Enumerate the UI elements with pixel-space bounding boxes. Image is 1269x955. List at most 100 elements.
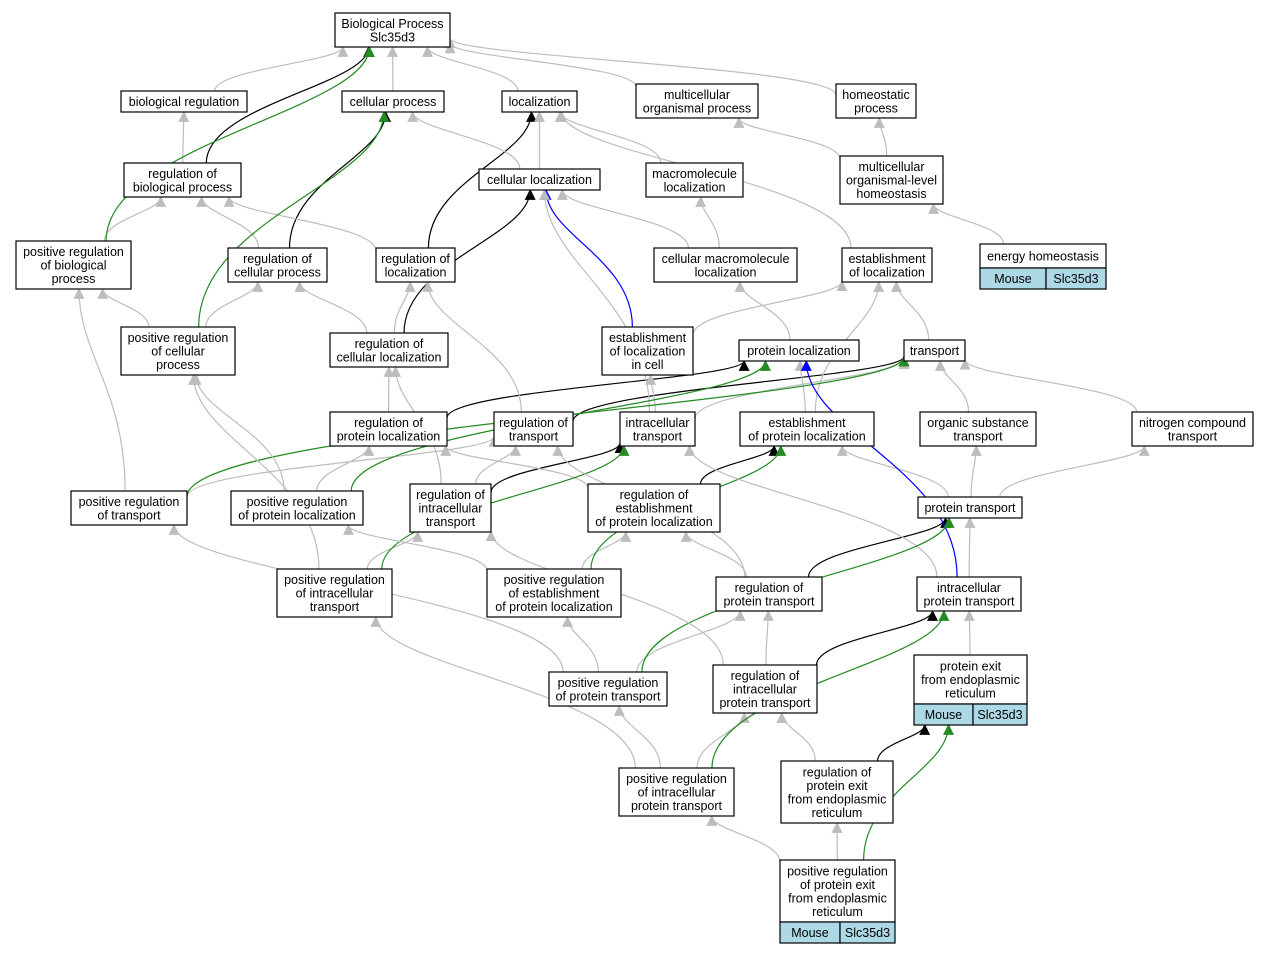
node-label-line: protein transport: [719, 696, 811, 710]
node-label-line: localization: [695, 265, 757, 279]
node-box: [635, 83, 759, 119]
edge-is_a-pos_est_prot-to-pos_prot_loc: [342, 523, 488, 571]
node-label-line: from endoplasmic: [788, 792, 887, 806]
edge-positively_regulates-pos_exit_er-to-exit_er: [863, 723, 954, 861]
edge-is_a-intra_prot_trans-to-prot_trans: [964, 516, 976, 578]
edge-is_a-est_prot_loc-to-est_loc: [814, 280, 885, 413]
node-label-line: regulation of: [499, 416, 568, 430]
edge-is_a-reg_intra_prot-to-reg_prot_trans: [762, 609, 774, 666]
edge-regulates-reg_cell_loc-to-cell_loc: [403, 188, 536, 334]
node-box: [123, 162, 242, 198]
node-label-line: protein exit: [806, 779, 868, 793]
go-node-bio_reg[interactable]: biological regulation: [120, 90, 248, 113]
node-label-line: transport: [633, 429, 683, 443]
node-label-line: establishment: [609, 331, 687, 345]
node-label-line: organismal process: [643, 101, 751, 115]
edge-regulates-reg_exit_er-to-exit_er: [877, 723, 931, 762]
edge-regulates-reg_prot_loc-to-prot_loc: [446, 359, 750, 419]
go-node-cell_loc[interactable]: cellular localization: [478, 168, 601, 191]
node-label-line: regulation of: [735, 581, 804, 595]
node-label-line: of localization: [610, 345, 686, 359]
node-box: [780, 760, 894, 824]
edge-is_a-pos_cell-to-reg_cell: [205, 280, 264, 328]
node-box: [70, 490, 188, 526]
node-label-line: of protein transport: [556, 689, 661, 703]
edge-is_a-cell_macro-to-macro_loc: [695, 195, 720, 249]
edge-is_a-pos_intra_trans-to-reg_intra_trans: [366, 530, 424, 570]
gene-cell: [972, 703, 1028, 726]
edge-is_a-energy-to-multi_homeo: [928, 202, 1005, 245]
node-label-line: organismal-level: [846, 174, 937, 188]
node-label-line: regulation of: [803, 765, 872, 779]
edge-is_a-pos_intra_prot-to-pos_intra_trans: [370, 615, 636, 769]
node-label-line: cellular process: [234, 265, 321, 279]
edge-positively_regulates-pos_cell-to-cell_proc: [198, 110, 390, 328]
node-label-line: organic substance: [927, 416, 1029, 430]
node-label-line: intracellular: [419, 502, 483, 516]
go-node-cell_proc[interactable]: cellular process: [341, 90, 445, 113]
edge-is_a-prot_trans-to-est_prot_loc: [836, 444, 949, 498]
node-box: [501, 90, 578, 113]
node-label-line: in cell: [632, 358, 664, 372]
node-label-line: cellular localization: [487, 173, 592, 187]
node-label-line: positive regulation: [23, 245, 124, 259]
node-label-line: transport: [509, 429, 559, 443]
node-box: [329, 332, 449, 368]
go-node-prot_loc[interactable]: protein localization: [738, 339, 860, 362]
edge-is_a-pos_cell-to-pos_bio: [97, 287, 150, 328]
node-box: [712, 664, 818, 714]
edge-is_a-reg_intra_trans-to-reg_transport: [475, 444, 522, 485]
edge-is_a-loc-to-bp: [422, 45, 519, 92]
node-box: [618, 767, 735, 817]
node-box: [979, 243, 1107, 269]
node-label-line: positive regulation: [128, 331, 229, 345]
go-node-prot_trans[interactable]: protein transport: [917, 496, 1023, 519]
edge-is_a-pos_prot_loc-to-reg_prot_loc: [316, 444, 375, 492]
edge-is_a-pos_bio-to-reg_bio: [103, 195, 167, 242]
gene-cell: [839, 921, 896, 944]
edge-positively_regulates-pos_intra_trans-to-intra_trans: [381, 444, 630, 570]
node-label-line: of protein localization: [238, 508, 355, 522]
go-node-loc[interactable]: localization: [501, 90, 578, 113]
node-label-line: regulation of: [731, 669, 800, 683]
edge-regulates-reg_cell-to-cell_proc: [288, 110, 392, 249]
node-label-line: positive regulation: [247, 495, 348, 509]
go-node-transport[interactable]: transport: [903, 339, 966, 362]
node-label-line: localization: [664, 180, 726, 194]
